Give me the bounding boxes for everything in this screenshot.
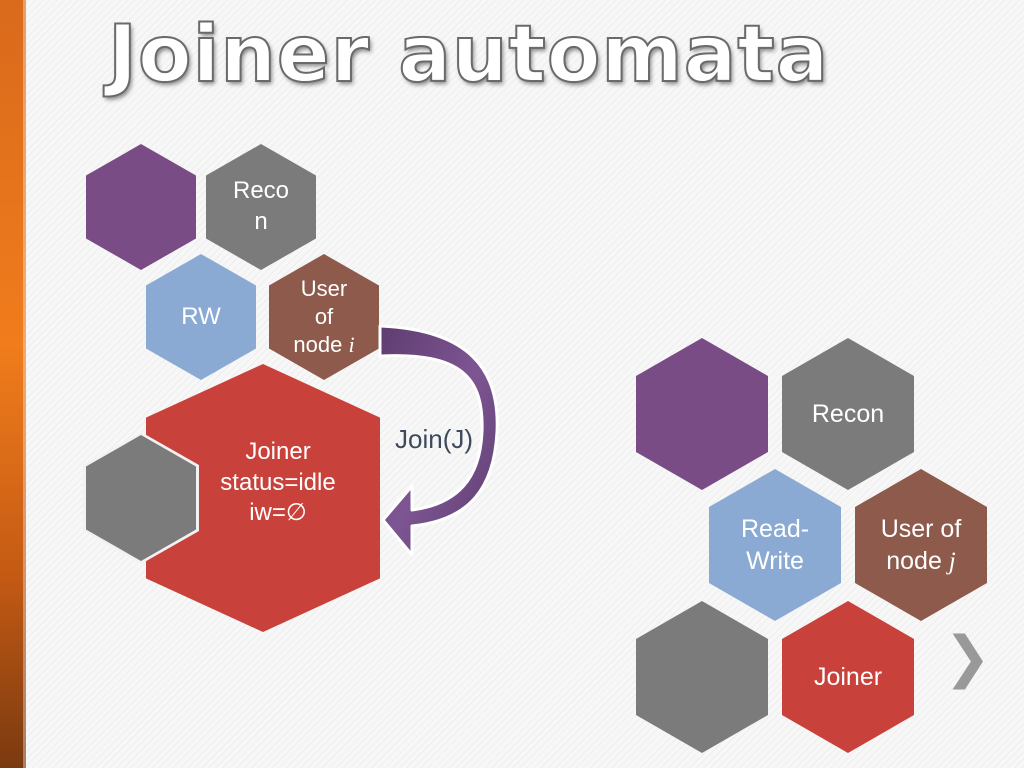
node-var-i: i — [348, 332, 355, 358]
user-i-line1: User — [300, 275, 348, 301]
hex-purple-right — [636, 338, 768, 490]
joiner-line3: iw=∅ — [249, 499, 307, 527]
recon-left-line2: n — [254, 208, 268, 235]
join-arrow-shape — [378, 324, 499, 557]
readwrite-line1: Read- — [740, 515, 810, 543]
rw-left-label: RW — [181, 302, 221, 330]
hex-recon-right: Recon — [782, 338, 914, 490]
accent-sidebar — [0, 0, 26, 768]
node-var-j: j — [948, 547, 956, 575]
readwrite-line2: Write — [746, 547, 804, 575]
next-slide-chevron-icon[interactable]: ❯ — [944, 625, 991, 690]
user-i-line3: node — [293, 332, 349, 358]
recon-right-label: Recon — [811, 400, 885, 428]
user-i-line2: of — [314, 303, 334, 329]
slide-title: Joiner automata — [107, 9, 830, 101]
user-j-line2: node — [886, 546, 949, 575]
join-transition-label: Join(J) — [395, 424, 474, 454]
joiner-right-label: Joiner — [813, 663, 883, 691]
user-j-line1: User of — [880, 514, 962, 543]
hex-user-node-i: User of node i — [269, 254, 379, 380]
joiner-line2: status=idle — [220, 468, 336, 496]
recon-left-line1: Reco — [232, 177, 290, 205]
joiner-line1: Joiner — [245, 437, 311, 465]
